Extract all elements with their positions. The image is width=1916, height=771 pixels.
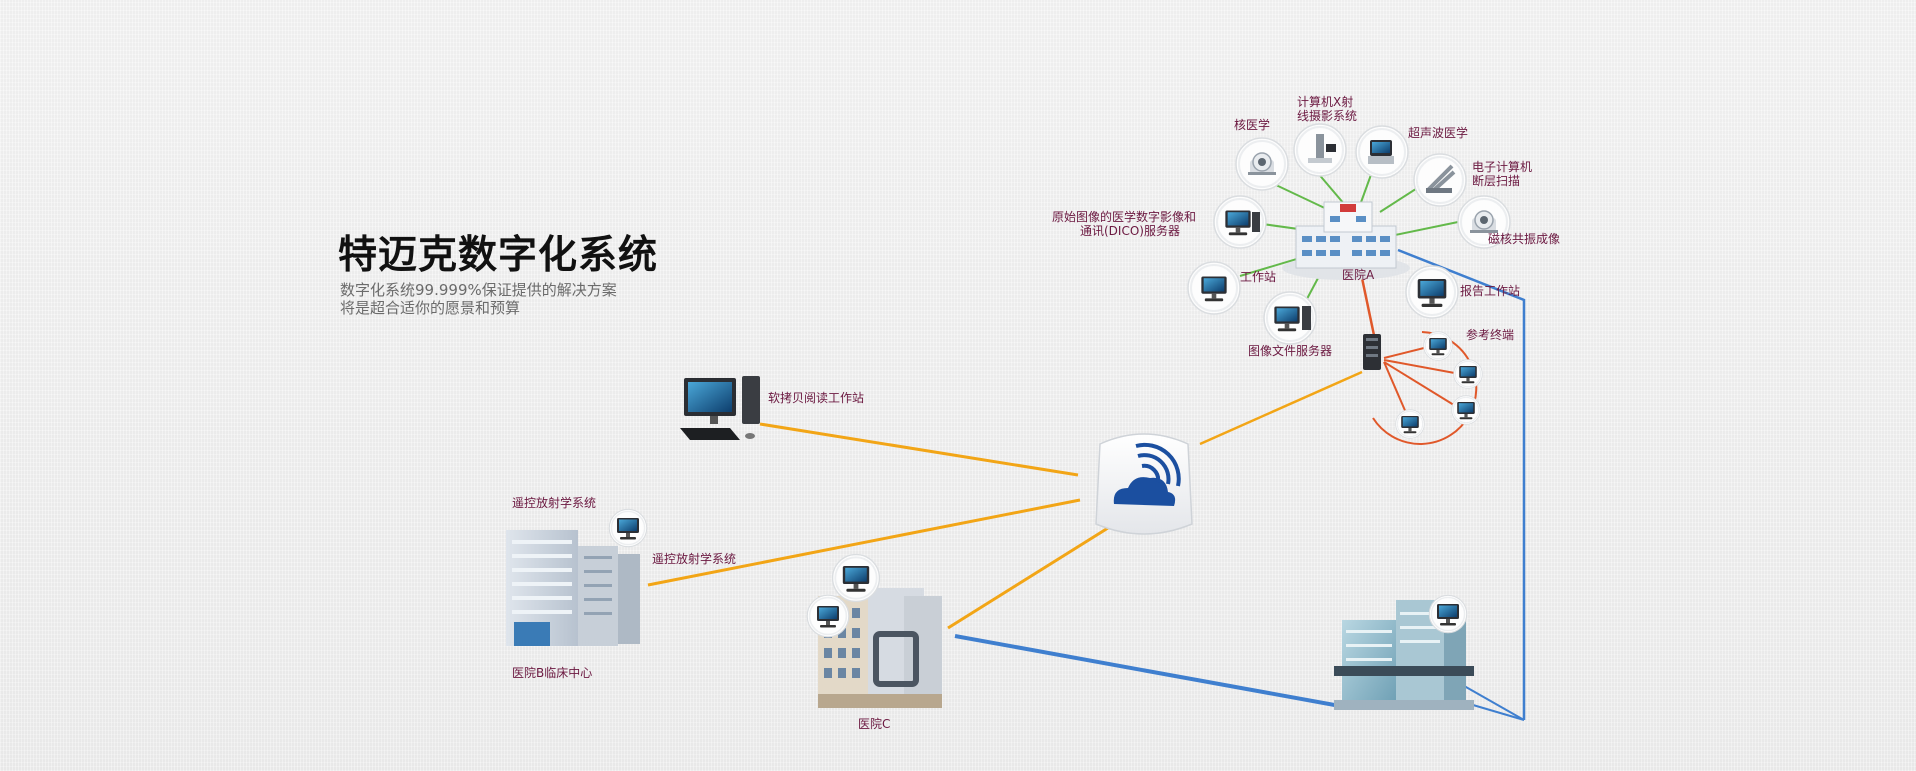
link-hospitalb-cloud	[647, 498, 1081, 587]
electronic-ct-node	[1413, 153, 1467, 207]
ultrasound-node	[1355, 125, 1409, 179]
ct-xray-node	[1293, 123, 1347, 177]
nuclear-medicine-node	[1235, 137, 1289, 191]
label-ct-xray-line1: 计算机X射	[1297, 95, 1354, 109]
label-softcopy-workstation: 软拷贝阅读工作站	[768, 391, 865, 405]
report-workstation-node	[1405, 265, 1459, 319]
link-cloud-router	[1199, 370, 1363, 446]
subtitle-line-1: 数字化系统99.999%保证提供的解决方案	[340, 281, 617, 299]
label-image-file-server: 图像文件服务器	[1248, 344, 1333, 358]
cloud-node	[1095, 433, 1193, 535]
label-ultrasound: 超声波医学	[1408, 126, 1469, 140]
label-report-workstation: 报告工作站	[1460, 284, 1521, 298]
reference-terminal-3	[1451, 395, 1481, 425]
label-electronic-ct-line1: 电子计算机	[1472, 160, 1533, 174]
hospital-a-building	[1282, 201, 1410, 280]
server-rack-icon	[1363, 334, 1381, 370]
link-hospitalc-hospitald	[954, 634, 1341, 708]
link-hospitala-router	[1360, 277, 1377, 341]
router-terminal-links	[1383, 345, 1463, 423]
hospital-d-building	[1334, 600, 1474, 710]
image-file-server-node	[1263, 291, 1317, 345]
cloud-wifi-icon	[1113, 442, 1181, 506]
hospital-c-monitor-left	[806, 594, 850, 638]
label-hospital-b: 医院B临床中心	[512, 666, 593, 680]
page-title: 特迈克数字化系统	[338, 233, 659, 278]
label-remote-radiology-2: 遥控放射学系统	[652, 552, 737, 566]
reference-terminal-2	[1453, 359, 1483, 389]
hospital-c-monitor-top	[831, 553, 881, 603]
label-dicom-line2: 通讯(DICO)服务器	[1080, 224, 1180, 238]
label-nuclear-medicine: 核医学	[1234, 118, 1271, 132]
subtitle-line-2: 将是超合适你的愿景和预算	[340, 299, 521, 317]
label-remote-radiology-1: 遥控放射学系统	[512, 496, 597, 510]
workstation-node	[1187, 261, 1241, 315]
reference-terminal-1	[1423, 331, 1453, 361]
hospital-d-monitor	[1428, 594, 1468, 634]
label-dicom-line1: 原始图像的医学数字影像和	[1052, 210, 1197, 224]
dicom-server-node	[1213, 195, 1267, 249]
label-mri: 磁核共振成像	[1488, 232, 1561, 246]
link-softcopy-cloud	[759, 422, 1079, 477]
softcopy-workstation	[680, 376, 760, 440]
reference-terminal-4	[1395, 409, 1425, 439]
hospital-b-building	[506, 530, 640, 646]
label-ct-xray-line2: 线摄影系统	[1297, 109, 1358, 123]
label-workstation: 工作站	[1240, 270, 1277, 284]
label-hospital-c: 医院C	[858, 717, 891, 731]
label-hospital-a: 医院A	[1342, 268, 1375, 282]
label-reference-terminal: 参考终端	[1466, 328, 1515, 342]
label-electronic-ct-line2: 断层扫描	[1472, 174, 1521, 188]
remote-radiology-b-monitor	[608, 508, 648, 548]
link-hospitalc-cloud	[947, 526, 1109, 630]
